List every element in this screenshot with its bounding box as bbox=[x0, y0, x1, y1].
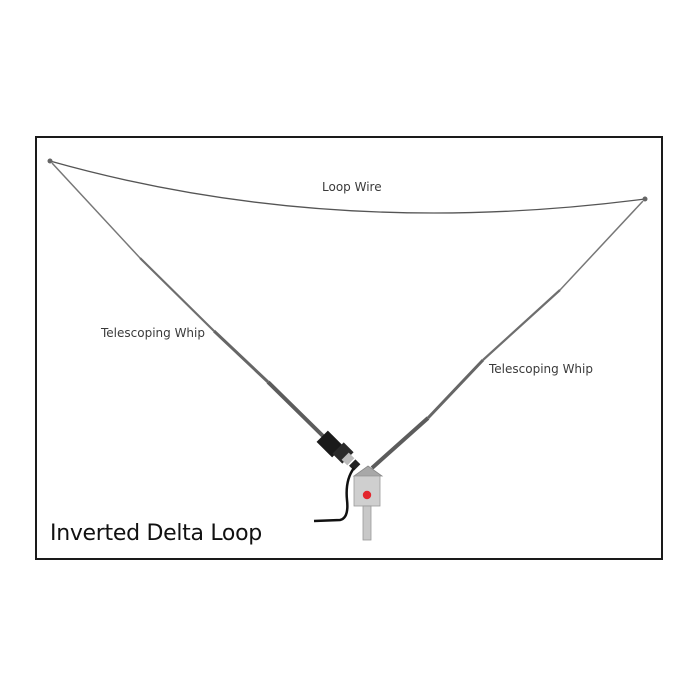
diagram-frame bbox=[35, 136, 663, 560]
whip-right-label: Telescoping Whip bbox=[489, 362, 593, 376]
wire-end-right bbox=[642, 196, 648, 202]
diagram-title: Inverted Delta Loop bbox=[50, 521, 262, 546]
loop-wire-label: Loop Wire bbox=[322, 180, 382, 194]
coax-connector-icon bbox=[316, 430, 361, 471]
wire-end-left bbox=[47, 158, 53, 164]
coax-cable bbox=[313, 467, 356, 523]
whip-right bbox=[370, 200, 644, 470]
whip-left bbox=[51, 162, 326, 439]
loop-wire bbox=[49, 160, 646, 214]
red-dot-icon bbox=[362, 490, 372, 500]
whip-left-label: Telescoping Whip bbox=[101, 326, 205, 340]
ground-stake-icon bbox=[352, 465, 384, 541]
